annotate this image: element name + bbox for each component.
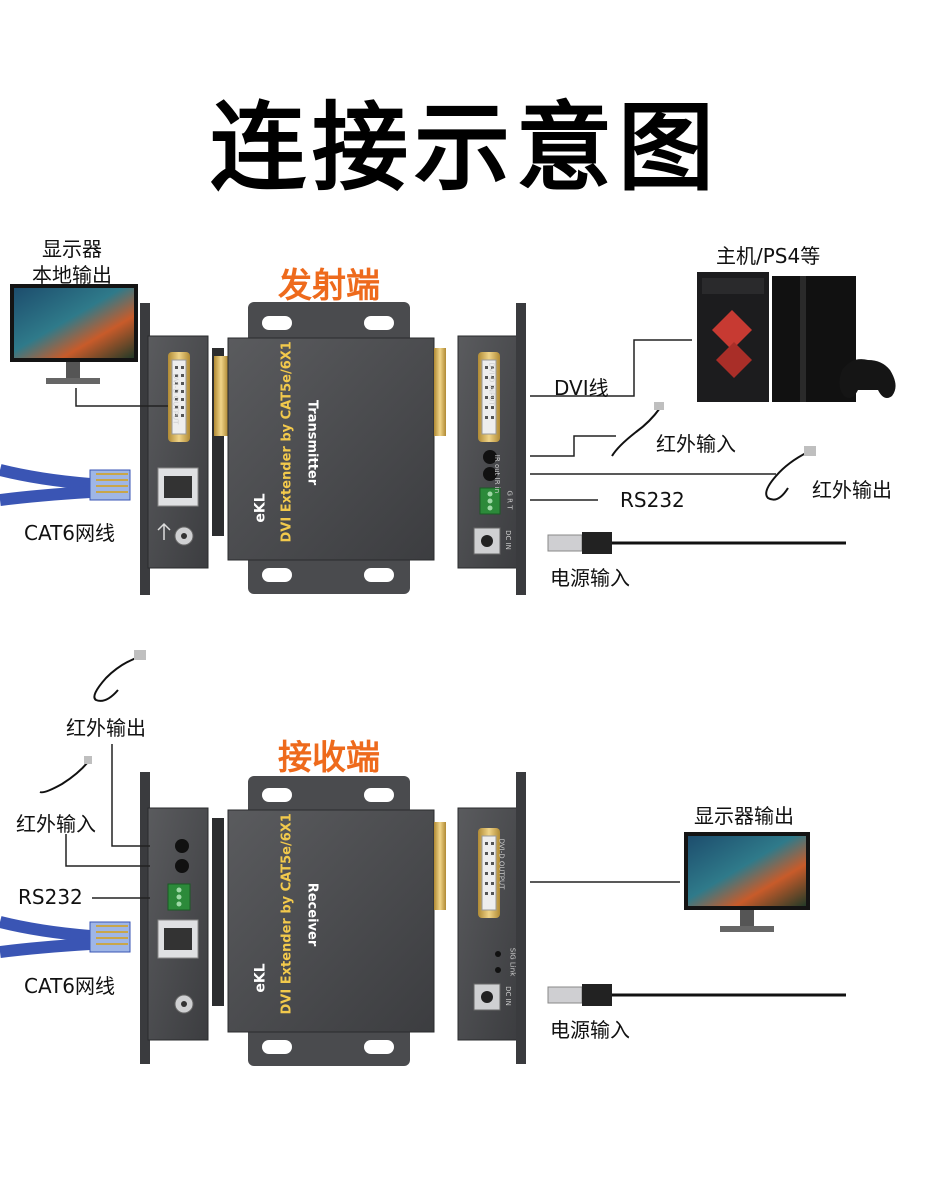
transmitter-device-role-text: Transmitter bbox=[304, 399, 320, 486]
rx-dvi-output-port-label: DVI-D OUTPUT bbox=[497, 838, 506, 890]
transmitter-power-cable bbox=[547, 532, 846, 554]
receiver-left-panel bbox=[140, 772, 209, 1064]
rx-power-label: 电源输入 bbox=[550, 1018, 630, 1042]
tx-ir-out-label: 红外输出 bbox=[812, 478, 892, 502]
receiver-device-model-text: DVI Extender by CAT5e/6X1 bbox=[279, 813, 295, 1015]
receiver-group bbox=[0, 650, 846, 1066]
rx-dc-in-port-label: DC IN bbox=[503, 986, 512, 1006]
rx-rs232-label: RS232 bbox=[18, 885, 83, 909]
tx-dvi-cable-label: DVI线 bbox=[554, 376, 609, 400]
rx-monitor-label: 显示器输出 bbox=[694, 804, 794, 828]
transmitter-right-panel bbox=[457, 303, 526, 595]
rx-ir-out-label: 红外输出 bbox=[66, 716, 146, 740]
tx-source-label: 主机/PS4等 bbox=[716, 244, 821, 268]
tx-ir-in-label: 红外输入 bbox=[656, 432, 736, 456]
rx-sig-link-port-label: SIG Link bbox=[508, 947, 517, 977]
tx-power-label: 电源输入 bbox=[550, 566, 630, 590]
receiver-output-monitor bbox=[684, 832, 810, 932]
receiver-brand-logo: eKL bbox=[252, 963, 269, 993]
transmitter-group bbox=[0, 272, 896, 595]
rx-ir-in-label: 红外输入 bbox=[16, 812, 96, 836]
page-title: 连接示意图 bbox=[210, 92, 720, 204]
tx-dvi-output-port-label: DVI-D OUTPUT bbox=[171, 373, 180, 425]
transmitter-source-devices bbox=[697, 272, 896, 402]
transmitter-device-model-text: DVI Extender by CAT5e/6X1 bbox=[279, 341, 295, 543]
tx-rs232-port-label: G R T bbox=[505, 490, 514, 510]
transmitter-device-label: DVI Extender by CAT5e/6X1 Transmitter bbox=[272, 341, 320, 550]
receiver-section-label: 接收端 bbox=[278, 738, 380, 778]
receiver-cat6-cable bbox=[0, 916, 131, 958]
tx-local-monitor-label: 显示器 本地输出 bbox=[32, 237, 112, 287]
receiver-body bbox=[227, 776, 435, 1066]
rx-cat6-label: CAT6网线 bbox=[24, 974, 116, 998]
tx-cat6-label: CAT6网线 bbox=[24, 521, 116, 545]
transmitter-section-label: 发射端 bbox=[278, 266, 380, 306]
receiver-right-panel bbox=[457, 772, 526, 1064]
tx-dvi-input-port-label: DVI-D INPUT bbox=[487, 362, 496, 406]
transmitter-cat6-cable bbox=[0, 464, 131, 506]
receiver-power-cable bbox=[547, 984, 846, 1006]
connector-lines bbox=[65, 339, 776, 899]
transmitter-left-panel bbox=[140, 303, 209, 595]
transmitter-ir-out-cable bbox=[765, 446, 816, 501]
transmitter-body bbox=[227, 302, 435, 594]
tx-rs232-label: RS232 bbox=[620, 488, 685, 512]
receiver-ir-out-cable bbox=[93, 650, 146, 702]
tx-ir-port-label: IR out IR in bbox=[493, 454, 502, 494]
tx-dc-in-port-label: DC IN bbox=[503, 530, 512, 550]
transmitter-ir-in-cable bbox=[611, 402, 664, 457]
transmitter-local-monitor bbox=[10, 284, 138, 384]
transmitter-brand-logo: eKL bbox=[252, 493, 269, 523]
receiver-device-label: DVI Extender by CAT5e/6X1 Receiver bbox=[272, 813, 320, 1022]
receiver-ir-in-cable bbox=[39, 756, 92, 794]
receiver-device-role-text: Receiver bbox=[304, 882, 320, 947]
